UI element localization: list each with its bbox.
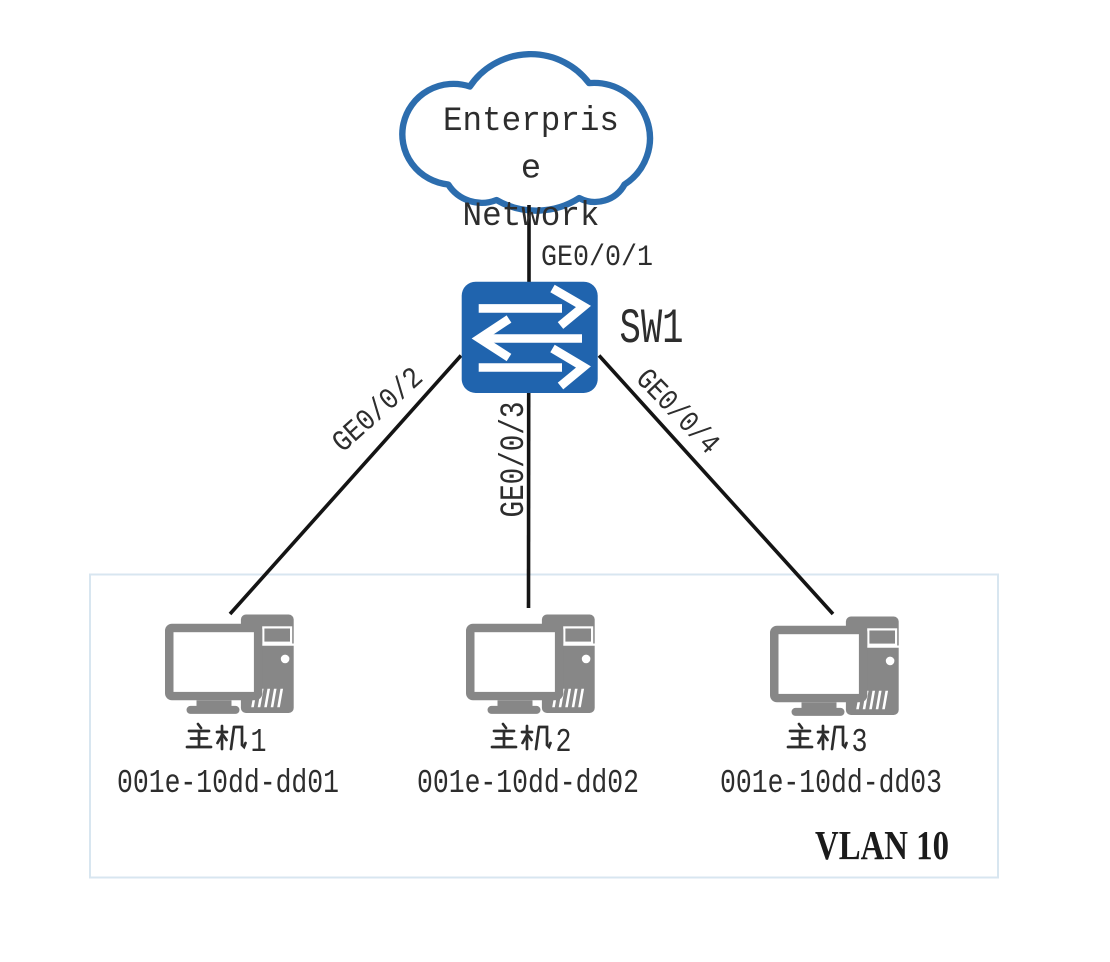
- svg-text:e: e: [521, 151, 541, 189]
- svg-text:001e-10dd-dd03: 001e-10dd-dd03: [720, 765, 942, 802]
- svg-text:VLAN 10: VLAN 10: [815, 822, 949, 868]
- svg-text:GE0/0/3: GE0/0/3: [496, 402, 534, 518]
- svg-text:Enterpris: Enterpris: [443, 103, 619, 141]
- svg-text:001e-10dd-dd01: 001e-10dd-dd01: [117, 765, 339, 802]
- svg-text:GE0/0/1: GE0/0/1: [541, 241, 653, 275]
- svg-text:1: 1: [251, 724, 267, 761]
- svg-text:2: 2: [556, 724, 572, 761]
- svg-text:001e-10dd-dd02: 001e-10dd-dd02: [417, 765, 639, 802]
- svg-text:3: 3: [852, 724, 868, 761]
- svg-text:SW1: SW1: [620, 301, 684, 357]
- svg-text:Network: Network: [463, 198, 600, 236]
